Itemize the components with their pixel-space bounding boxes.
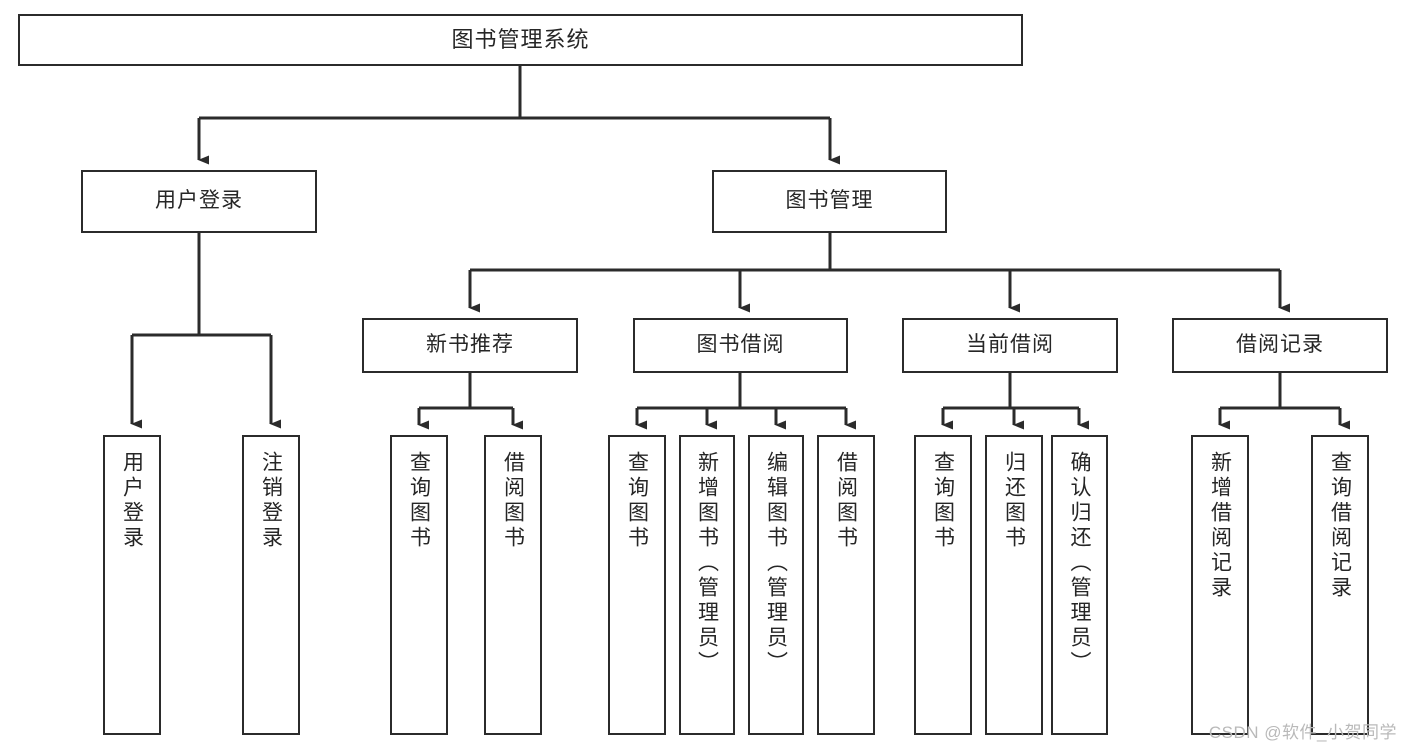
leaf-confirm-return-admin-label: 确认归还（管理员） xyxy=(1068,451,1091,676)
leaf-edit-book-admin[interactable]: 编辑图书（管理员） xyxy=(748,435,804,735)
leaf-return-book-label: 归还图书 xyxy=(1002,451,1026,551)
leaf-logout[interactable]: 注销登录 xyxy=(242,435,300,735)
node-current-borrow[interactable]: 当前借阅 xyxy=(902,318,1118,373)
leaf-confirm-return-admin[interactable]: 确认归还（管理员） xyxy=(1051,435,1108,735)
leaf-edit-book-admin-label: 编辑图书（管理员） xyxy=(764,451,788,676)
leaf-user-login-label: 用户登录 xyxy=(120,451,144,551)
watermark-text: CSDN @软件_小贺同学 xyxy=(1208,723,1397,742)
leaf-return-book[interactable]: 归还图书 xyxy=(985,435,1043,735)
leaf-borrow-book[interactable]: 借阅图书 xyxy=(817,435,875,735)
leaf-query-borrow-record-label: 查询借阅记录 xyxy=(1328,451,1352,601)
node-book-borrow-label: 图书借阅 xyxy=(696,333,785,357)
leaf-add-book-admin[interactable]: 新增图书（管理员） xyxy=(679,435,735,735)
node-current-borrow-label: 当前借阅 xyxy=(966,333,1054,357)
leaf-query-book-borrow-label: 查询图书 xyxy=(625,451,649,551)
leaf-query-book-recommend-label: 查询图书 xyxy=(407,451,431,551)
leaf-query-book-current[interactable]: 查询图书 xyxy=(914,435,972,735)
leaf-query-book-current-label: 查询图书 xyxy=(931,451,955,551)
node-new-book-recommend[interactable]: 新书推荐 xyxy=(362,318,578,373)
node-root-label: 图书管理系统 xyxy=(451,27,590,53)
node-borrow-record[interactable]: 借阅记录 xyxy=(1172,318,1388,373)
node-book-management-label: 图书管理 xyxy=(785,189,874,213)
leaf-add-borrow-record[interactable]: 新增借阅记录 xyxy=(1191,435,1249,735)
leaf-add-book-admin-label: 新增图书（管理员） xyxy=(695,451,719,676)
node-new-book-recommend-label: 新书推荐 xyxy=(426,333,514,357)
node-book-borrow[interactable]: 图书借阅 xyxy=(633,318,848,373)
leaf-borrow-book-recommend[interactable]: 借阅图书 xyxy=(484,435,542,735)
leaf-query-borrow-record[interactable]: 查询借阅记录 xyxy=(1311,435,1369,735)
node-user-login-label: 用户登录 xyxy=(155,189,243,213)
leaf-borrow-book-label: 借阅图书 xyxy=(834,451,858,551)
leaf-logout-label: 注销登录 xyxy=(259,451,283,551)
leaf-query-book-borrow[interactable]: 查询图书 xyxy=(608,435,666,735)
node-root[interactable]: 图书管理系统 xyxy=(18,14,1023,66)
leaf-add-borrow-record-label: 新增借阅记录 xyxy=(1208,451,1232,601)
leaf-query-book-recommend[interactable]: 查询图书 xyxy=(390,435,448,735)
node-book-management[interactable]: 图书管理 xyxy=(712,170,947,233)
node-borrow-record-label: 借阅记录 xyxy=(1236,333,1324,357)
node-user-login[interactable]: 用户登录 xyxy=(81,170,317,233)
leaf-borrow-book-recommend-label: 借阅图书 xyxy=(501,451,525,551)
leaf-user-login[interactable]: 用户登录 xyxy=(103,435,161,735)
